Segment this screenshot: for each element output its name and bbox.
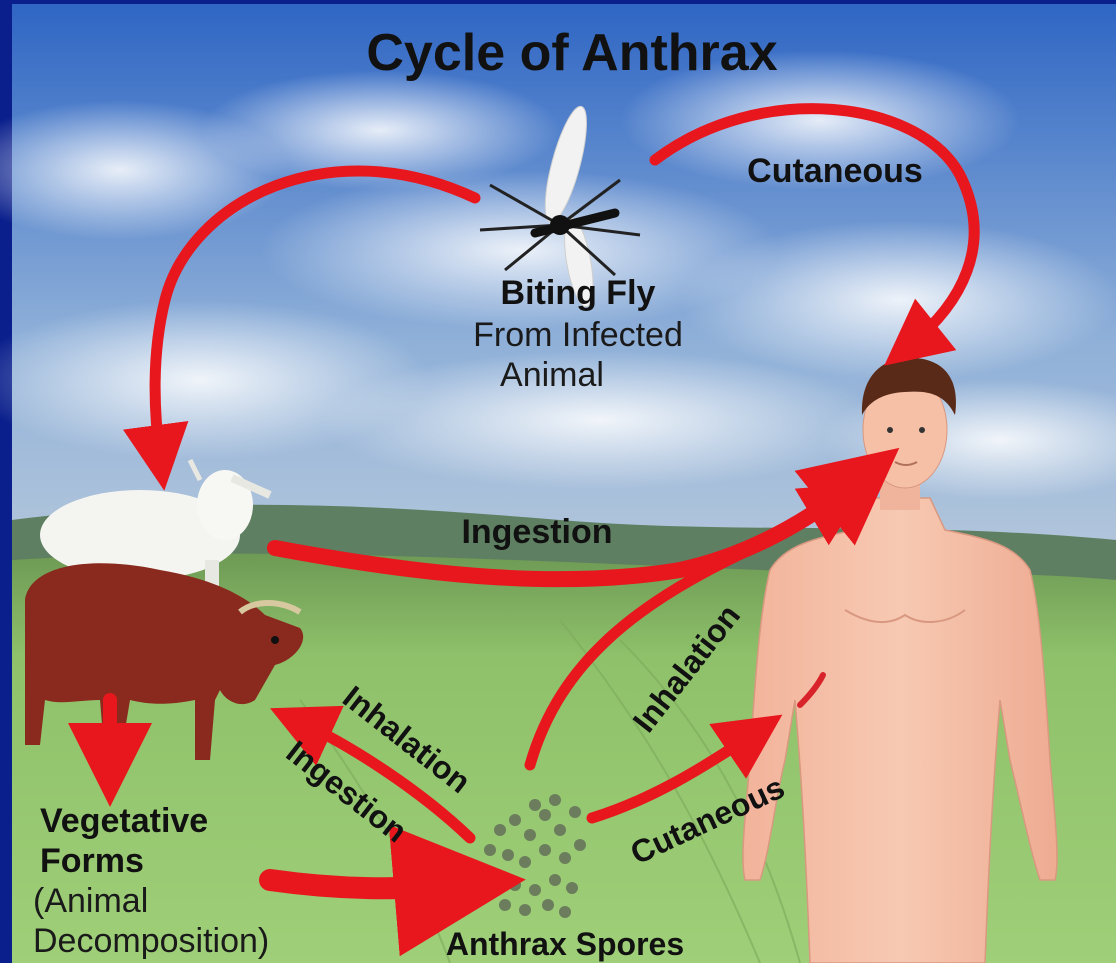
diagram-title: Cycle of Anthrax (366, 24, 777, 82)
svg-text:Decomposition): Decomposition) (33, 922, 269, 960)
arrow-vegetative-to-spores (270, 880, 460, 888)
spores-label: Anthrax Spores (446, 926, 684, 962)
fly-source-line2: Animal (500, 356, 604, 394)
svg-text:Forms: Forms (40, 842, 144, 880)
fly-label: Biting Fly (501, 274, 656, 312)
svg-text:Vegetative: Vegetative (40, 802, 208, 840)
svg-text:(Animal: (Animal (33, 882, 148, 920)
fly-source-line1: From Infected (473, 316, 683, 354)
label-cutaneous-top: Cutaneous (747, 152, 923, 190)
label-ingestion-animal: Ingestion (461, 513, 612, 551)
